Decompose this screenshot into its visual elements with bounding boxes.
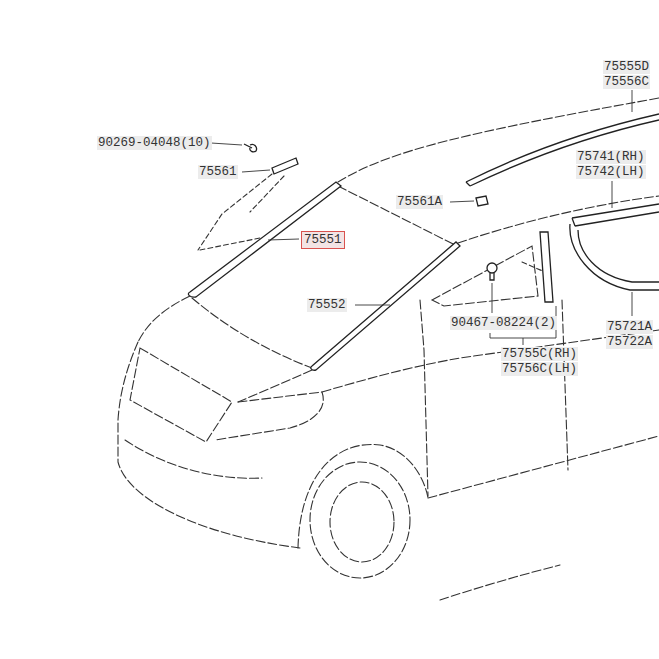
roof-molding bbox=[466, 114, 659, 186]
part-number: 75561A bbox=[396, 195, 443, 209]
wheel bbox=[310, 462, 410, 578]
belt-line bbox=[322, 330, 659, 392]
roof-side-line bbox=[458, 196, 659, 243]
clip bbox=[272, 158, 298, 174]
leader-line bbox=[632, 292, 633, 316]
part-number: 75755C(RH) bbox=[501, 347, 578, 361]
leader-line bbox=[632, 90, 633, 112]
leader-line bbox=[211, 143, 242, 145]
leader-line bbox=[450, 201, 474, 202]
window-upper-molding bbox=[572, 204, 659, 226]
screw bbox=[244, 144, 257, 152]
hood-edge bbox=[138, 296, 190, 342]
part-number: 75556C bbox=[603, 75, 650, 89]
clip bbox=[487, 263, 497, 273]
roof-molding-end bbox=[466, 182, 470, 186]
part-number: 90269-04048(10) bbox=[97, 136, 212, 150]
front-bumper bbox=[118, 342, 300, 548]
part-number: 75756C(LH) bbox=[501, 362, 578, 376]
rocker-line bbox=[428, 436, 659, 498]
part-number: 75742(LH) bbox=[576, 165, 646, 179]
leader-line bbox=[612, 181, 613, 208]
pillar-garnish bbox=[540, 232, 553, 302]
leader-line bbox=[523, 338, 524, 345]
part-number: 90467-08224(2) bbox=[450, 316, 557, 330]
leader-dashed bbox=[250, 176, 284, 212]
ground-shadow bbox=[440, 565, 560, 600]
leader-line bbox=[492, 283, 493, 313]
grille bbox=[130, 348, 232, 442]
leader-dashed bbox=[522, 262, 545, 300]
rear-door-edge bbox=[562, 300, 568, 470]
clip-stem bbox=[490, 273, 494, 280]
part-number: 75721A bbox=[606, 320, 653, 334]
part-number: 75552 bbox=[307, 298, 347, 312]
headlight bbox=[215, 392, 323, 440]
windshield-cowl bbox=[192, 298, 312, 368]
part-number: 75741(RH) bbox=[576, 150, 646, 164]
front-door-edge bbox=[420, 300, 428, 496]
wheel-inner bbox=[330, 482, 394, 562]
clip bbox=[476, 196, 488, 206]
windshield-top bbox=[338, 186, 455, 245]
part-number: 75561 bbox=[198, 165, 238, 179]
leader-line bbox=[242, 170, 270, 172]
part-number: 75555D bbox=[603, 60, 650, 74]
part-number: 75722A bbox=[606, 335, 653, 349]
highlighted-part-number: 75551 bbox=[301, 231, 345, 249]
leader-line bbox=[268, 239, 299, 240]
roof-line bbox=[338, 98, 659, 182]
bumper-line bbox=[125, 440, 262, 478]
leader-line bbox=[355, 305, 390, 306]
window-molding bbox=[570, 224, 659, 290]
